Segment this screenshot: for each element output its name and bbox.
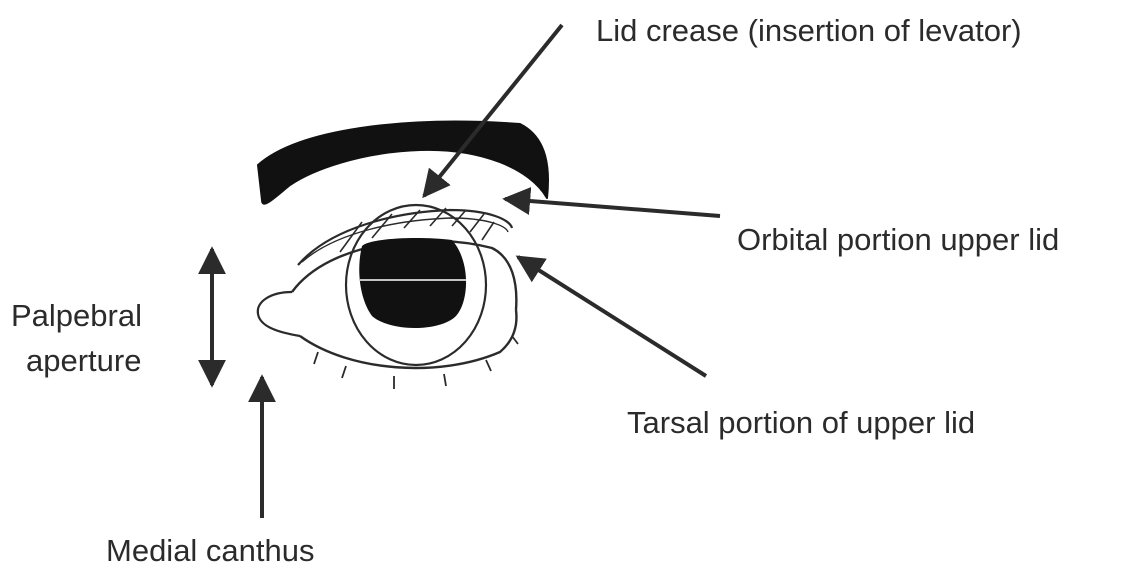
eyebrow	[258, 122, 548, 204]
label-palpebral-line1: Palpebral	[11, 298, 142, 333]
tarsal-portion-arrow	[518, 257, 706, 376]
orbital-portion-arrow	[505, 199, 720, 216]
label-medial-canthus: Medial canthus	[106, 533, 315, 568]
pupil	[359, 238, 466, 328]
label-palpebral-line2: aperture	[26, 343, 141, 378]
label-lid-crease: Lid crease (insertion of levator)	[596, 13, 1022, 48]
lower-lashes	[314, 336, 518, 389]
label-tarsal-portion: Tarsal portion of upper lid	[627, 405, 975, 440]
caruncle	[258, 292, 300, 336]
label-orbital-portion: Orbital portion upper lid	[737, 222, 1059, 257]
